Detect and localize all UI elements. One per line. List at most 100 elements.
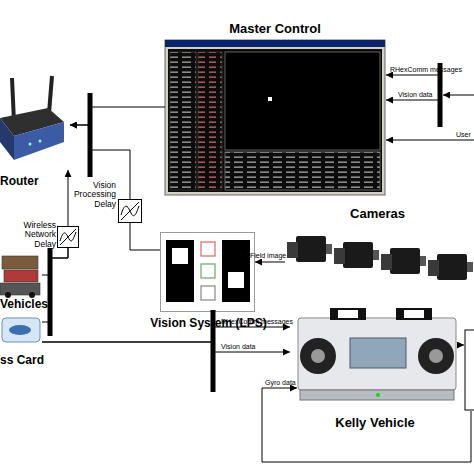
camera-plug	[326, 244, 332, 254]
delay-block: Wireless Network Delay	[57, 226, 79, 248]
signal-arrow	[386, 75, 438, 76]
node-caption: Master Control	[165, 22, 385, 36]
router-led	[39, 140, 42, 143]
card-logo	[9, 325, 31, 335]
marker-block	[166, 240, 194, 302]
signal-arrow	[386, 140, 474, 141]
cut-off-block	[465, 330, 474, 410]
router-led	[29, 143, 32, 146]
wireless-card-image: ss Card	[0, 314, 42, 348]
delay-symbol	[60, 229, 76, 245]
signal-connector	[42, 248, 68, 275]
signal-label: User	[456, 131, 471, 138]
signal-connector	[68, 170, 69, 226]
camera-plug	[420, 256, 426, 266]
vision-screen	[160, 232, 255, 312]
vehicle-electronics	[350, 338, 406, 368]
bus-bar	[48, 248, 53, 336]
camera-lens	[381, 254, 392, 270]
vehicle-marker	[404, 310, 424, 318]
node-caption: Kelly Vehicle	[290, 416, 460, 430]
vehicle-dot	[268, 97, 272, 101]
console-column	[198, 52, 222, 190]
delay-block	[118, 199, 142, 223]
camera-plug	[373, 250, 379, 260]
signal-connector	[42, 248, 68, 322]
bus-bar	[88, 93, 93, 177]
delay-block: Vision Processing Delay	[118, 199, 142, 223]
camera-body	[437, 254, 467, 280]
signal-arrow	[386, 100, 438, 101]
camera	[381, 248, 426, 274]
camera-body	[390, 248, 420, 274]
marker-square	[201, 264, 215, 278]
marker-block	[222, 240, 250, 302]
node-caption: Vision Processing Delay	[69, 181, 116, 209]
vehicle-marker	[330, 308, 366, 320]
vehicle-image: Kelly Vehicle	[290, 305, 460, 410]
vision-system-box: Vision System (LPS)	[160, 232, 255, 312]
camera-body	[343, 242, 373, 268]
camera-body	[296, 236, 326, 262]
vehicle-base	[300, 390, 454, 400]
camera	[428, 254, 473, 280]
vehicle-led	[376, 393, 380, 397]
signal-arrow	[443, 95, 474, 96]
camera-plug	[467, 262, 473, 272]
vehicle-shell	[298, 318, 456, 390]
router-front	[14, 122, 64, 160]
camera	[287, 236, 332, 262]
antenna	[49, 76, 52, 113]
wheel	[300, 338, 336, 374]
delay-symbol	[121, 202, 139, 220]
feedback-wire	[262, 388, 471, 462]
connector-label: Field image	[250, 252, 286, 259]
console-panel	[225, 152, 380, 190]
signal-connector	[70, 107, 165, 125]
router-image: Router	[0, 75, 70, 170]
node-caption: Router	[0, 175, 70, 188]
signal-connector	[42, 342, 290, 352]
signal-connector	[255, 262, 285, 263]
node-caption: Cameras	[285, 207, 470, 221]
vehicles-image: Vehicles	[0, 254, 42, 296]
signal-label: RHexComm messages	[390, 66, 462, 73]
node-caption: Wireless Network Delay	[13, 221, 56, 249]
wheel-hub	[311, 349, 325, 363]
router-side	[0, 118, 14, 160]
vehicle-photo	[4, 270, 38, 282]
software-window: Master Control	[165, 40, 385, 195]
signal-label: Vision data	[398, 91, 433, 98]
vehicle-marker	[396, 308, 432, 320]
marker-square	[201, 242, 215, 256]
vehicle-photo	[2, 256, 38, 269]
window-screen	[168, 49, 382, 192]
signal-arrow	[262, 388, 297, 389]
camera-lens	[334, 248, 345, 264]
wheel-hub	[429, 349, 443, 363]
camera-lens	[428, 260, 439, 276]
marker-square	[228, 272, 244, 288]
vehicle-marker	[338, 310, 358, 318]
bus-bar	[211, 310, 216, 392]
signal-arrow	[457, 345, 464, 346]
window-frame	[165, 40, 385, 195]
signal-label: Gyro data	[265, 379, 296, 386]
connector-label: RHexComm messages	[221, 318, 293, 325]
signal-connector	[42, 327, 290, 342]
cameras-image: Cameras	[285, 226, 470, 284]
node-caption: ss Card	[0, 354, 62, 367]
wireless-card	[2, 318, 40, 342]
camera-lens	[287, 242, 298, 258]
wheel	[418, 338, 454, 374]
plot-panel	[225, 52, 380, 150]
connector-label: Vision data	[221, 343, 256, 350]
signal-connector	[130, 223, 160, 250]
window-titlebar	[165, 40, 385, 47]
marker-square	[201, 286, 215, 300]
marker-square	[172, 248, 188, 264]
signal-connector	[70, 125, 130, 199]
node-caption: Vehicles	[0, 298, 62, 311]
